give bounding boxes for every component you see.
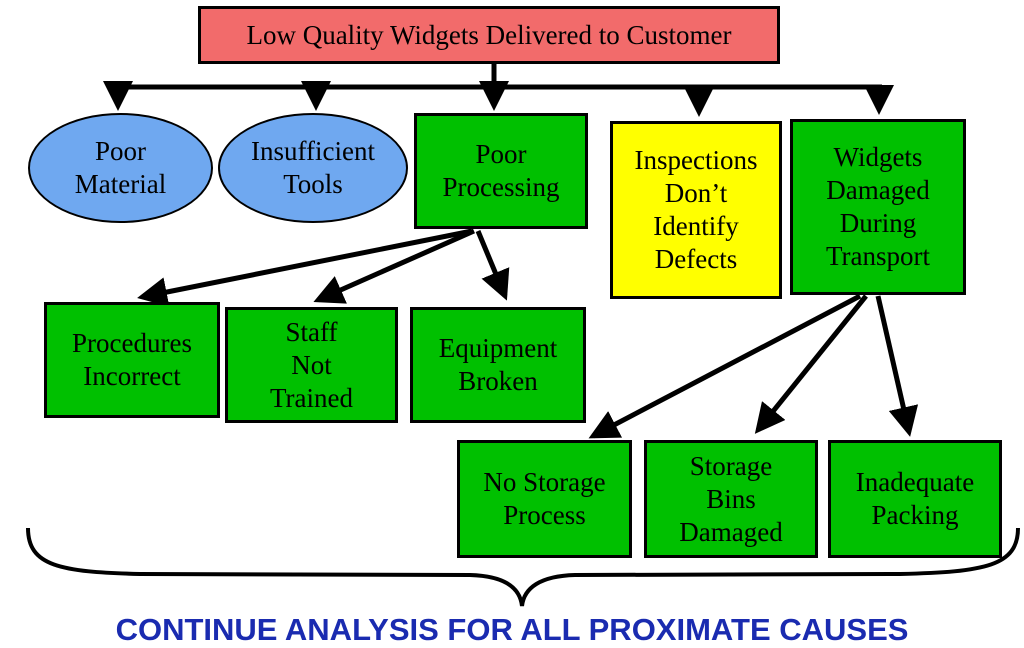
root-problem-label: Low Quality Widgets Delivered to Custome… (246, 19, 732, 50)
no-storage-process-box: No Storage Process (457, 440, 632, 558)
root-branch-lines (103, 62, 894, 117)
poor-processing-box: Poor Processing (414, 113, 588, 229)
staff-not-trained-box: Staff Not Trained (225, 307, 398, 423)
processing-arrows (137, 228, 510, 307)
insufficient-tools-oval: Insufficient Tools (218, 113, 408, 223)
procedures-incorrect-label: Procedures Incorrect (72, 328, 192, 391)
poor-material-label: Poor Material (74, 136, 167, 199)
equipment-broken-box: Equipment Broken (410, 307, 586, 423)
inadequate-packing-box: Inadequate Packing (828, 440, 1002, 558)
procedures-incorrect-box: Procedures Incorrect (44, 302, 220, 418)
equipment-broken-label: Equipment Broken (438, 333, 558, 396)
footer-caption: CONTINUE ANALYSIS FOR ALL PROXIMATE CAUS… (115, 612, 909, 647)
poor-material-oval: Poor Material (28, 113, 213, 223)
storage-bins-damaged-box: Storage Bins Damaged (644, 440, 818, 558)
no-storage-process-label: No Storage Process (483, 467, 606, 530)
grouping-brace (26, 527, 1020, 607)
inspections-box: Inspections Don’t Identify Defects (610, 121, 782, 299)
inspections-label: Inspections Don’t Identify Defects (634, 145, 758, 274)
storage-bins-damaged-label: Storage Bins Damaged (679, 450, 783, 547)
insufficient-tools-label: Insufficient Tools (251, 136, 375, 199)
staff-not-trained-label: Staff Not Trained (269, 316, 353, 413)
transport-arrows (588, 293, 919, 439)
widgets-damaged-label: Widgets Damaged During Transport (825, 142, 931, 271)
inadequate-packing-label: Inadequate Packing (855, 467, 975, 530)
root-problem-box: Low Quality Widgets Delivered to Custome… (198, 6, 780, 64)
widgets-damaged-box: Widgets Damaged During Transport (790, 119, 966, 295)
poor-processing-label: Poor Processing (442, 139, 560, 202)
